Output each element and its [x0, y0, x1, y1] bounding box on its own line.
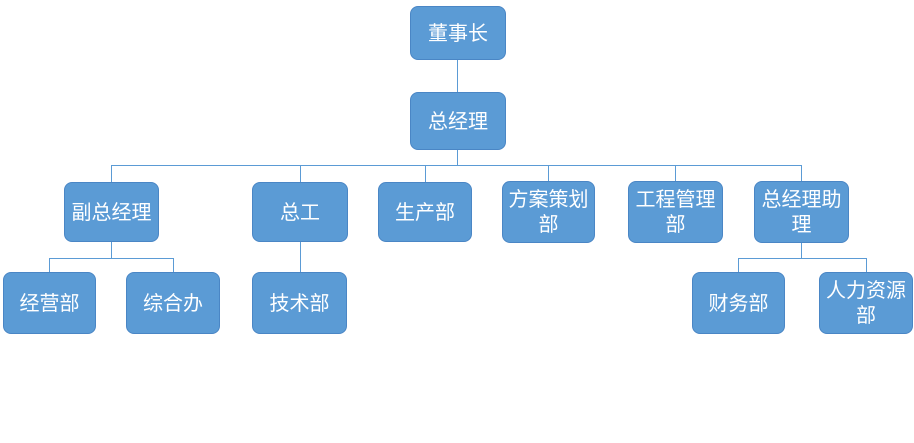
org-node-gm[interactable]: 总经理 [410, 92, 506, 150]
org-node-gm-assistant-label: 总经理助理 [761, 187, 842, 236]
org-node-eng-mgmt-dept-label: 工程管理部 [635, 187, 716, 236]
org-node-general-office-label: 综合办 [143, 290, 203, 315]
connector-drop-finance-dept [738, 258, 739, 272]
connector-drop-eng-mgmt-dept [675, 165, 676, 181]
org-node-finance-dept[interactable]: 财务部 [692, 272, 785, 334]
connector-drop-gm-assistant [801, 165, 802, 181]
connector-chief-engineer-technology [300, 242, 301, 272]
org-node-eng-mgmt-dept[interactable]: 工程管理部 [628, 181, 723, 243]
connector-drop-general-office [173, 258, 174, 272]
org-node-operations-dept-label: 经营部 [19, 290, 80, 315]
org-node-production-dept[interactable]: 生产部 [378, 182, 472, 242]
org-node-planning-dept[interactable]: 方案策划部 [502, 181, 595, 243]
connector-gm-drop [457, 150, 458, 166]
org-node-hr-dept[interactable]: 人力资源部 [819, 272, 913, 334]
org-node-gm-label: 总经理 [428, 108, 488, 133]
org-node-chairman-label: 董事长 [428, 20, 488, 45]
org-node-planning-dept-label: 方案策划部 [508, 187, 589, 236]
connector-gm-assistant-drop [801, 243, 802, 259]
org-node-gm-assistant[interactable]: 总经理助理 [754, 181, 849, 243]
org-node-chairman[interactable]: 董事长 [410, 6, 506, 60]
org-node-technology-dept-label: 技术部 [269, 290, 330, 315]
connector-drop-chief-engineer [300, 165, 301, 182]
connector-drop-hr-dept [866, 258, 867, 272]
connector-drop-production-dept [425, 165, 426, 182]
org-node-chief-engineer-label: 总工 [280, 199, 320, 224]
connector-chairman-gm [457, 60, 458, 92]
connector-drop-operations-dept [49, 258, 50, 272]
org-node-production-dept-label: 生产部 [395, 199, 455, 224]
connector-gm-assistant-bus [738, 258, 866, 259]
connector-level3-bus [111, 165, 801, 166]
connector-drop-planning-dept [548, 165, 549, 181]
org-node-deputy-gm[interactable]: 副总经理 [64, 182, 159, 242]
org-node-hr-dept-label: 人力资源部 [826, 278, 906, 327]
org-node-deputy-gm-label: 副总经理 [71, 199, 152, 224]
org-node-technology-dept[interactable]: 技术部 [252, 272, 347, 334]
connector-drop-deputy-gm [111, 165, 112, 182]
org-node-finance-dept-label: 财务部 [708, 290, 769, 315]
org-node-general-office[interactable]: 综合办 [126, 272, 220, 334]
connector-deputy-gm-drop [111, 242, 112, 259]
org-node-operations-dept[interactable]: 经营部 [3, 272, 96, 334]
org-node-chief-engineer[interactable]: 总工 [252, 182, 348, 242]
connector-deputy-gm-bus [49, 258, 173, 259]
